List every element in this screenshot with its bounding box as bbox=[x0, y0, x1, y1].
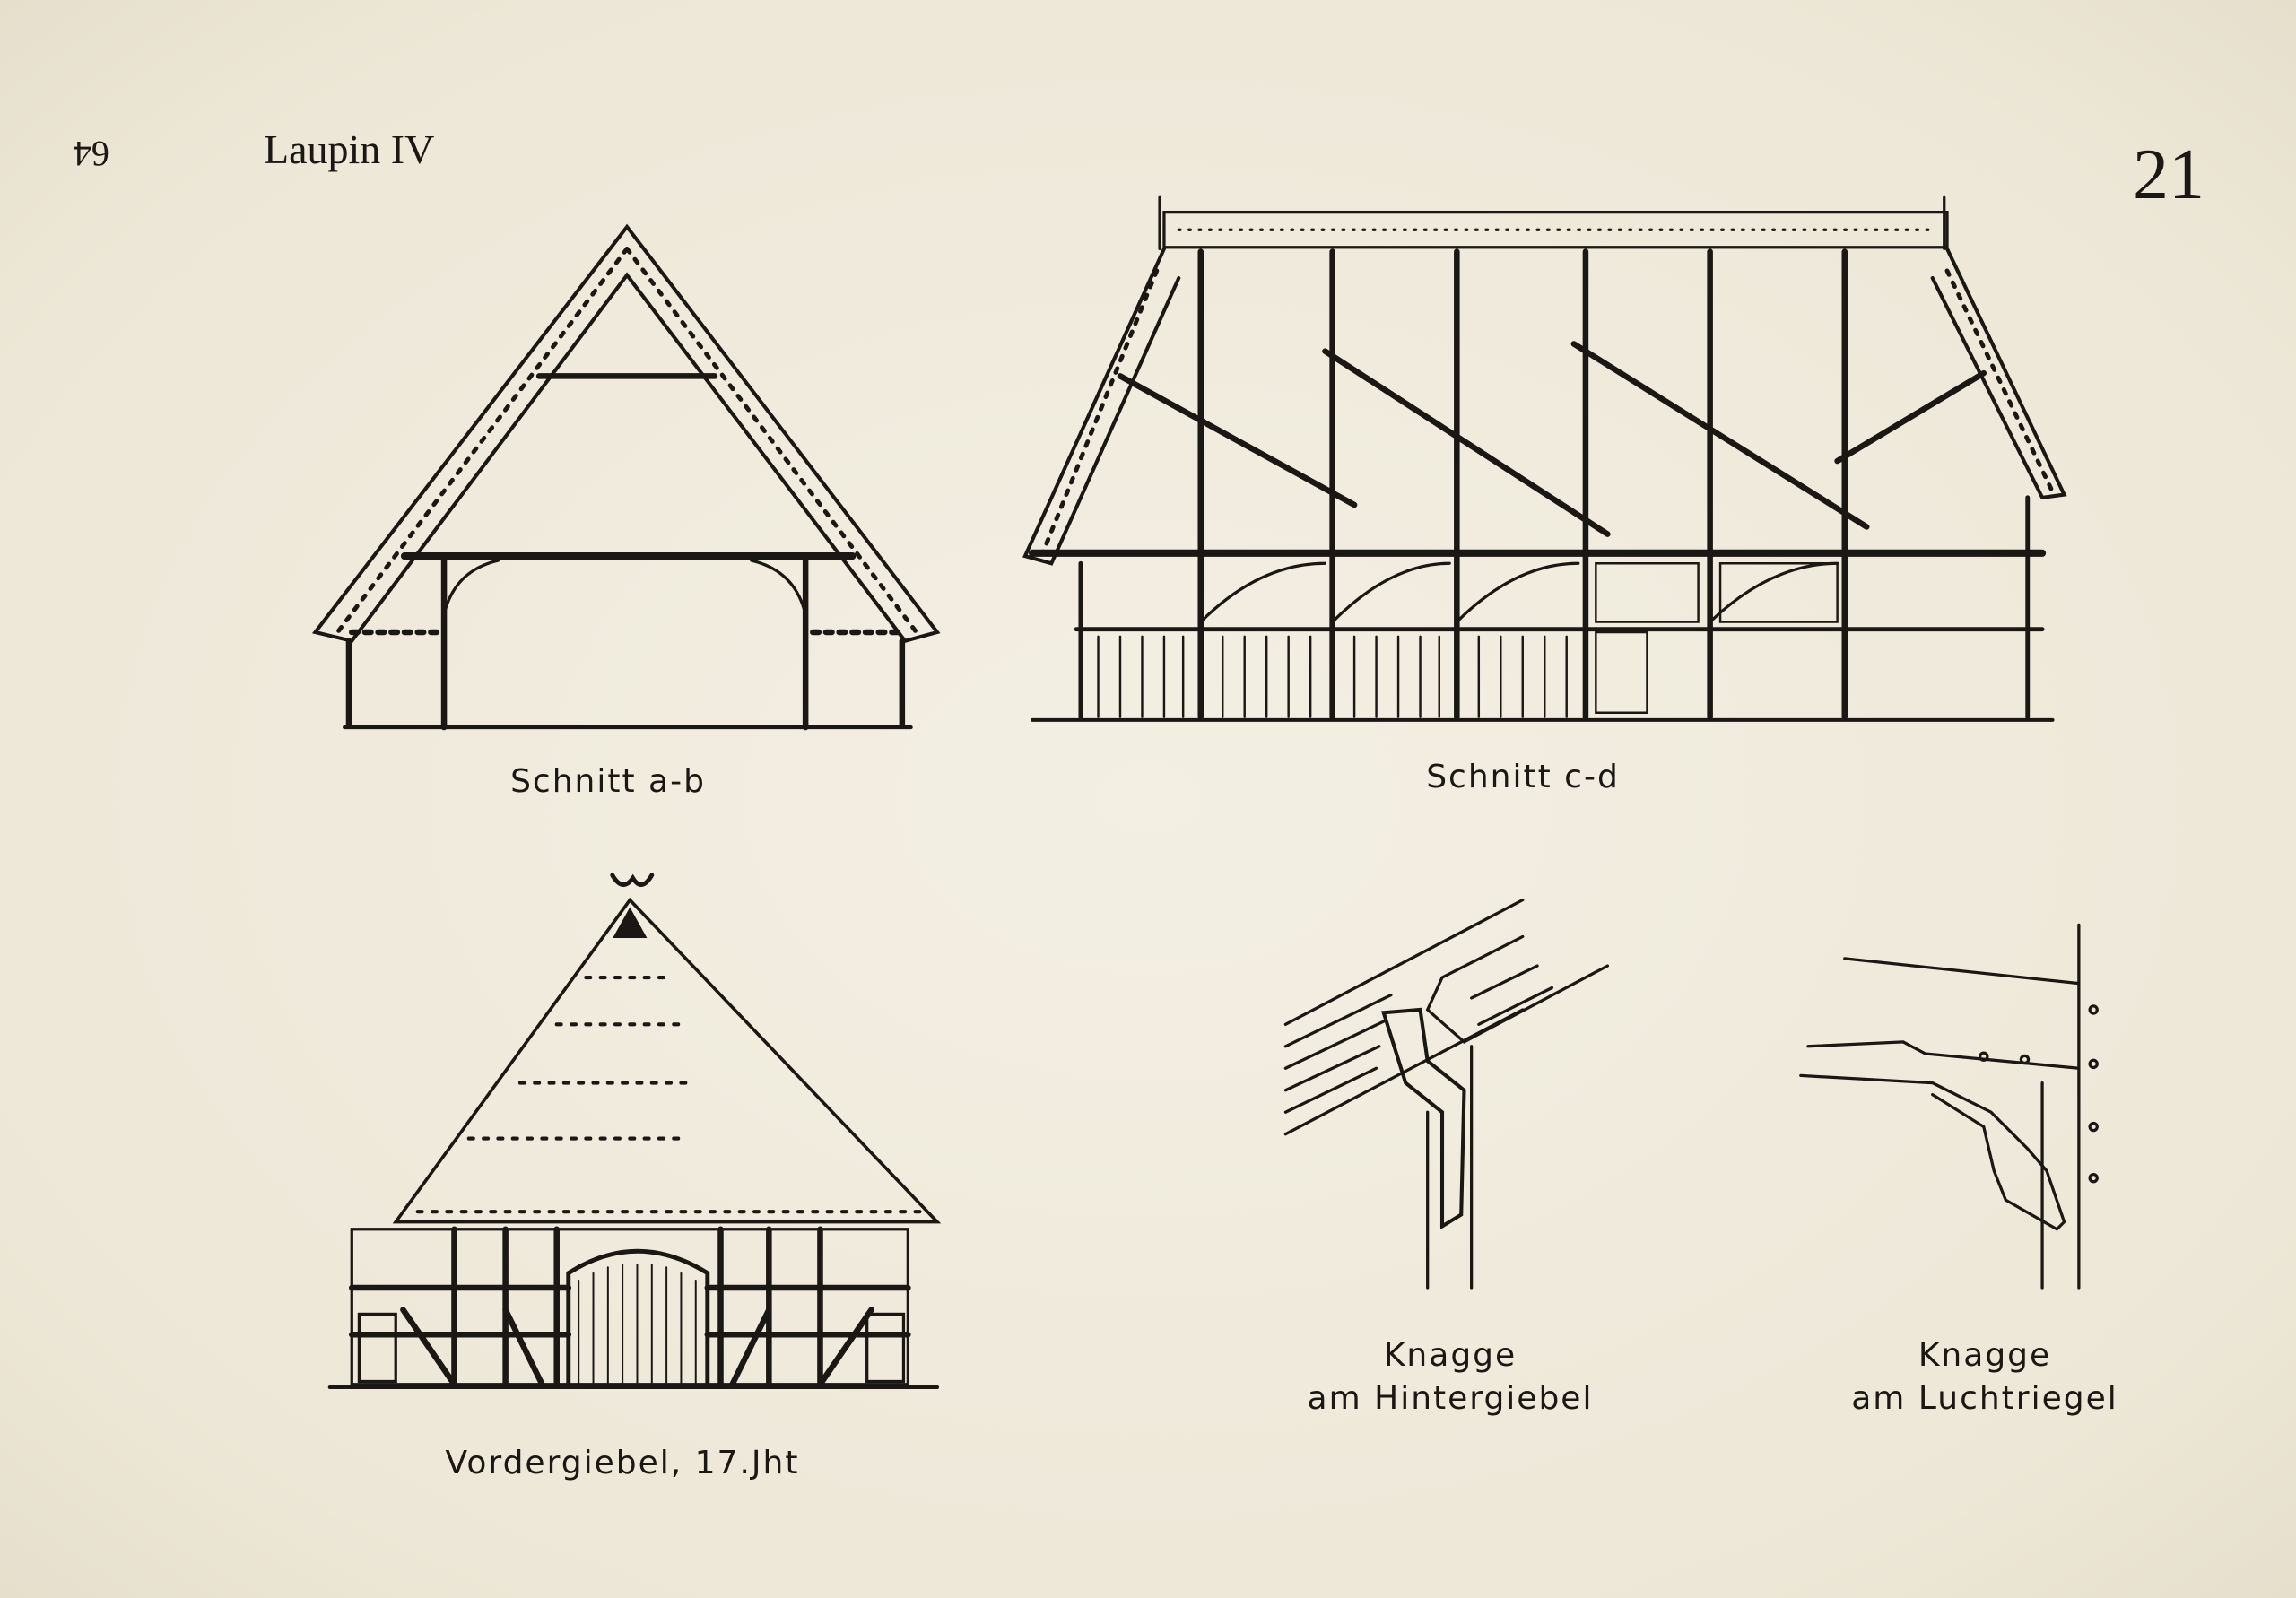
knagge-luchtriegel-drawing bbox=[1799, 923, 2099, 1290]
vordergiebel-drawing bbox=[327, 873, 942, 1390]
page-number: 64 bbox=[74, 134, 109, 174]
plate-number: 21 bbox=[2133, 135, 2205, 214]
caption-vordergiebel: Vordergiebel, 17.Jht bbox=[445, 1445, 800, 1481]
caption-line-1: Knagge bbox=[1383, 1337, 1518, 1374]
caption-schnitt-c-d: Schnitt c-d bbox=[1426, 759, 1620, 795]
knagge-hintergiebel-drawing bbox=[1283, 898, 1610, 1290]
caption-knagge-luchtriegel: Knagge am Luchtriegel bbox=[1851, 1334, 2118, 1420]
caption-line-2: am Luchtriegel bbox=[1851, 1380, 2118, 1417]
schnitt-a-b-drawing bbox=[311, 223, 941, 731]
running-head: Laupin IV bbox=[264, 126, 435, 172]
caption-knagge-hintergiebel: Knagge am Hintergiebel bbox=[1308, 1334, 1594, 1420]
schnitt-c-d-drawing bbox=[1022, 195, 2067, 722]
caption-line-1: Knagge bbox=[1918, 1337, 2052, 1374]
caption-line-2: am Hintergiebel bbox=[1307, 1380, 1594, 1417]
caption-schnitt-a-b: Schnitt a-b bbox=[510, 763, 706, 800]
